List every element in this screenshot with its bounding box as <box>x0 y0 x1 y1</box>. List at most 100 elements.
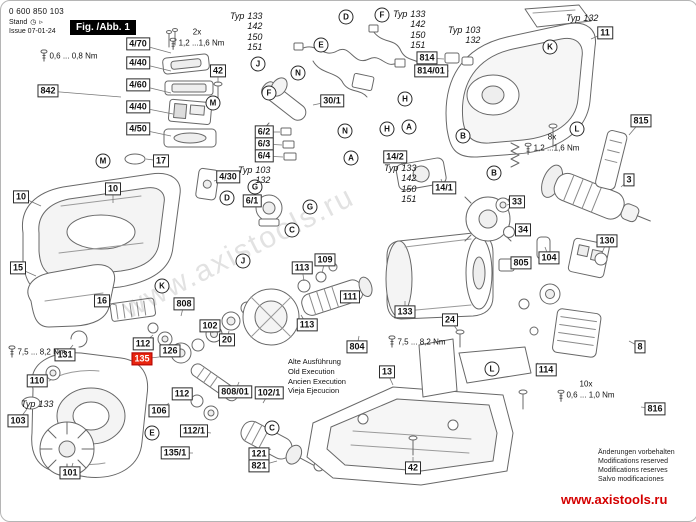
part-label-113: 113 <box>291 261 313 275</box>
part-label-102: 102 <box>199 319 221 333</box>
typ-word: Typ <box>21 399 36 409</box>
connector-letter-E: E <box>144 425 160 441</box>
part-label-103: 103 <box>7 414 29 428</box>
screw-icon <box>524 142 532 155</box>
part-label-4-70: 4/70 <box>126 37 150 51</box>
torque-value: 0,6 ... 0,8 Nm <box>49 51 98 61</box>
connector-letter-K: K <box>542 39 558 55</box>
typ-word: Typ <box>384 163 399 173</box>
torque-value: 1,2 ...1,6 Nm <box>533 144 580 153</box>
part-label-112: 112 <box>171 387 193 401</box>
connector-letter-N: N <box>337 123 353 139</box>
part-label-101: 101 <box>59 466 81 480</box>
connector-letter-B: B <box>486 165 502 181</box>
part-label-6-4: 6/4 <box>254 149 274 163</box>
part-label-110: 110 <box>26 374 48 388</box>
part-label-42: 42 <box>404 461 422 475</box>
connector-letter-B: B <box>455 128 471 144</box>
torque-value: 0,6 ... 1,0 Nm <box>566 391 615 400</box>
screw-icon <box>169 37 177 50</box>
screw-icon <box>388 335 396 349</box>
part-label-4-60: 4/60 <box>126 78 150 92</box>
issue-label: Issue 07-01-24 <box>9 28 56 35</box>
old-execution-line: Vieja Ejecucion <box>288 386 340 396</box>
part-label-808-01: 808/01 <box>218 385 252 399</box>
typ-word: Typ <box>566 13 581 23</box>
typ-values: 133 <box>38 399 54 409</box>
part-label-11: 11 <box>597 26 613 40</box>
connector-letter-N: N <box>290 65 306 81</box>
part-label-6-1: 6/1 <box>242 194 262 208</box>
part-label-130: 130 <box>596 234 618 248</box>
typ-word: Typ <box>393 9 408 19</box>
connector-letter-J: J <box>250 56 266 72</box>
screw-icon <box>40 49 48 63</box>
part-label-102-1: 102/1 <box>254 386 284 400</box>
part-label-8: 8 <box>634 340 646 354</box>
screw-icon <box>8 345 16 359</box>
part-label-4-50: 4/50 <box>126 122 150 136</box>
connector-letter-C: C <box>264 420 280 436</box>
typ-word: Typ <box>230 11 245 21</box>
torque-note: 7,5 ... 8,2 Nm <box>8 345 66 359</box>
part-label-14-1: 14/1 <box>432 181 456 195</box>
stand-row: Stand ◷ ▹ <box>9 18 43 27</box>
stand-label: Stand <box>9 18 28 26</box>
connector-letter-H: H <box>397 91 413 107</box>
triangle-icon: ▹ <box>39 19 43 26</box>
part-label-4-30: 4/30 <box>216 170 240 184</box>
part-label-109: 109 <box>314 253 336 267</box>
connector-letter-G: G <box>247 179 263 195</box>
old-execution-line: Alte Ausführung <box>288 357 341 366</box>
part-label-133: 133 <box>394 305 416 319</box>
connector-letter-L: L <box>484 361 500 377</box>
part-label-106: 106 <box>148 404 170 418</box>
part-label-10: 10 <box>104 182 122 196</box>
connector-letter-F: F <box>261 85 277 101</box>
clock-icon: ◷ <box>30 19 37 26</box>
connector-letter-E: E <box>313 37 329 53</box>
torque-value: 1,2 ...1,6 Nm <box>178 39 225 48</box>
torque-note: 0,6 ... 0,8 Nm <box>40 49 98 63</box>
connector-letter-D: D <box>219 190 235 206</box>
connector-letter-D: D <box>338 9 354 25</box>
part-label-33: 33 <box>508 195 526 209</box>
modifications-line: Änderungen vorbehalten <box>598 449 675 456</box>
part-label-113: 113 <box>296 318 318 332</box>
part-label-114: 114 <box>535 363 557 377</box>
connector-letter-L: L <box>569 121 585 137</box>
typ-word: Typ <box>448 25 463 35</box>
old-execution-note: Alte Ausführung Old Execution Ancien Exe… <box>288 357 346 396</box>
modifications-line: Salvo modificaciones <box>598 476 664 484</box>
modifications-note: Änderungen vorbehalten Modifications res… <box>598 448 675 484</box>
connector-letter-A: A <box>401 119 417 135</box>
figure-label: Fig. /Abb. 1 <box>70 20 136 35</box>
connector-letter-M: M <box>205 95 221 111</box>
typ-values: 132 <box>583 13 599 23</box>
axistools-link[interactable]: www.axistools.ru <box>561 492 668 507</box>
part-label-821: 821 <box>248 459 270 473</box>
part-label-112-1: 112/1 <box>179 424 209 438</box>
part-label-3: 3 <box>623 173 635 187</box>
connector-letter-A: A <box>343 150 359 166</box>
connector-letter-F: F <box>374 7 390 23</box>
connector-letter-C: C <box>284 222 300 238</box>
part-label-4-40: 4/40 <box>126 56 150 70</box>
part-label-16: 16 <box>93 294 111 308</box>
part-label-15: 15 <box>9 261 27 275</box>
connector-letter-K: K <box>154 278 170 294</box>
part-label-814-01: 814/01 <box>414 64 448 78</box>
